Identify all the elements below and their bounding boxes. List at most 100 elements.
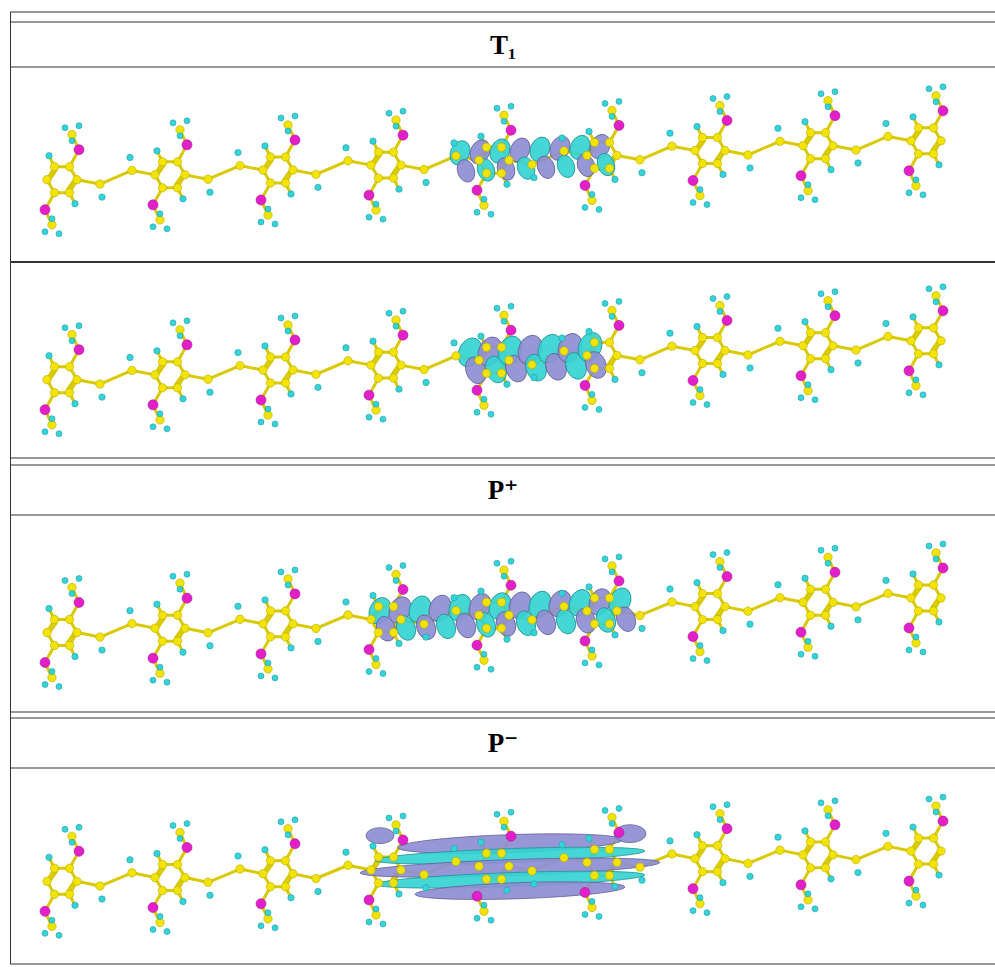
oxygen-atom bbox=[182, 340, 192, 350]
hydrogen-atom bbox=[531, 630, 537, 636]
carbon-atom bbox=[65, 389, 73, 397]
hydrogen-atom bbox=[265, 910, 271, 916]
carbon-atom bbox=[776, 846, 784, 854]
hydrogen-atom bbox=[373, 401, 379, 407]
carbon-atom bbox=[266, 857, 274, 865]
hydrogen-atom bbox=[488, 917, 494, 923]
oxygen-atom bbox=[472, 185, 482, 195]
hydrogen-atom bbox=[802, 828, 808, 834]
carbon-atom bbox=[698, 359, 706, 367]
hydrogen-atom bbox=[184, 118, 190, 124]
carbon-atom bbox=[914, 860, 922, 868]
carbon-atom bbox=[397, 161, 405, 169]
oxygen-atom bbox=[796, 171, 806, 181]
hydrogen-atom bbox=[154, 148, 160, 154]
oxygen-atom bbox=[40, 405, 50, 415]
carbon-atom bbox=[73, 628, 81, 636]
carbon-atom bbox=[420, 365, 428, 373]
carbon-atom bbox=[204, 629, 212, 637]
carbon-atom bbox=[389, 348, 397, 356]
oxygen-atom bbox=[938, 306, 948, 316]
hydrogen-atom bbox=[76, 576, 82, 582]
hydrogen-atom bbox=[667, 130, 673, 136]
carbon-atom bbox=[389, 148, 397, 156]
oxygen-atom bbox=[688, 884, 698, 894]
hydrogen-atom bbox=[150, 424, 156, 430]
hydrogen-atom bbox=[386, 815, 392, 821]
carbon-atom bbox=[151, 624, 159, 632]
carbon-atom bbox=[452, 857, 460, 865]
hydrogen-atom bbox=[180, 898, 186, 904]
oxygen-atom bbox=[398, 835, 408, 845]
hydrogen-atom bbox=[386, 310, 392, 316]
carbon-atom bbox=[50, 615, 58, 623]
hydrogen-atom bbox=[920, 192, 926, 198]
hydrogen-atom bbox=[478, 839, 484, 845]
hydrogen-atom bbox=[164, 679, 170, 685]
table-rule bbox=[10, 712, 995, 713]
oxygen-atom bbox=[74, 145, 84, 155]
hydrogen-atom bbox=[612, 632, 618, 638]
polymer-chain bbox=[40, 541, 948, 690]
hydrogen-atom bbox=[717, 309, 723, 315]
hydrogen-atom bbox=[832, 798, 838, 804]
hydrogen-atom bbox=[690, 200, 696, 206]
carbon-atom bbox=[236, 161, 244, 169]
hydrogen-atom bbox=[828, 166, 834, 172]
hydrogen-atom bbox=[235, 603, 241, 609]
carbon-atom bbox=[914, 834, 922, 842]
hydrogen-atom bbox=[812, 397, 818, 403]
carbon-atom bbox=[497, 598, 505, 606]
hydrogen-atom bbox=[828, 366, 834, 372]
hydrogen-atom bbox=[380, 671, 386, 677]
hydrogen-atom bbox=[704, 658, 710, 664]
carbon-atom bbox=[713, 615, 721, 623]
carbon-atom bbox=[281, 379, 289, 387]
carbon-atom bbox=[259, 870, 267, 878]
hydrogen-atom bbox=[559, 335, 565, 341]
carbon-atom bbox=[590, 338, 598, 346]
hydrogen-atom bbox=[42, 429, 48, 435]
table-rule bbox=[10, 768, 995, 769]
hydrogen-atom bbox=[596, 662, 602, 668]
hydrogen-atom bbox=[157, 411, 163, 417]
hydrogen-atom bbox=[366, 214, 372, 220]
header-band: P⁻ bbox=[11, 719, 995, 768]
hydrogen-atom bbox=[855, 869, 861, 875]
carbon-atom bbox=[158, 860, 166, 868]
oxygen-atom bbox=[290, 335, 300, 345]
hydrogen-atom bbox=[481, 196, 487, 202]
hydrogen-atom bbox=[616, 554, 622, 560]
carbon-atom bbox=[821, 154, 829, 162]
orbital-density bbox=[446, 131, 618, 184]
hydrogen-atom bbox=[488, 666, 494, 672]
hydrogen-atom bbox=[883, 577, 889, 583]
bond bbox=[208, 166, 240, 180]
carbon-atom bbox=[590, 594, 598, 602]
carbon-atom bbox=[312, 170, 320, 178]
hydrogen-atom bbox=[508, 303, 514, 309]
hydrogen-atom bbox=[559, 841, 565, 847]
bond bbox=[100, 873, 132, 886]
table-rule bbox=[10, 458, 995, 459]
carbon-atom bbox=[236, 615, 244, 623]
oxygen-atom bbox=[290, 839, 300, 849]
carbon-atom bbox=[590, 871, 598, 879]
carbon-atom bbox=[452, 352, 460, 360]
hydrogen-atom bbox=[278, 569, 284, 575]
table-rule bbox=[10, 515, 995, 516]
carbon-atom bbox=[259, 620, 267, 628]
carbon-atom bbox=[181, 624, 189, 632]
carbon-atom bbox=[560, 602, 568, 610]
carbon-atom bbox=[583, 858, 591, 866]
hydrogen-atom bbox=[285, 128, 291, 134]
carbon-atom bbox=[605, 338, 613, 346]
carbon-atom bbox=[266, 607, 274, 615]
oxygen-atom bbox=[904, 623, 914, 633]
oxygen-atom bbox=[472, 385, 482, 395]
carbon-atom bbox=[344, 157, 352, 165]
carbon-atom bbox=[929, 350, 937, 358]
hydrogen-atom bbox=[586, 328, 592, 334]
hydrogen-atom bbox=[207, 892, 213, 898]
hydrogen-atom bbox=[56, 932, 62, 938]
